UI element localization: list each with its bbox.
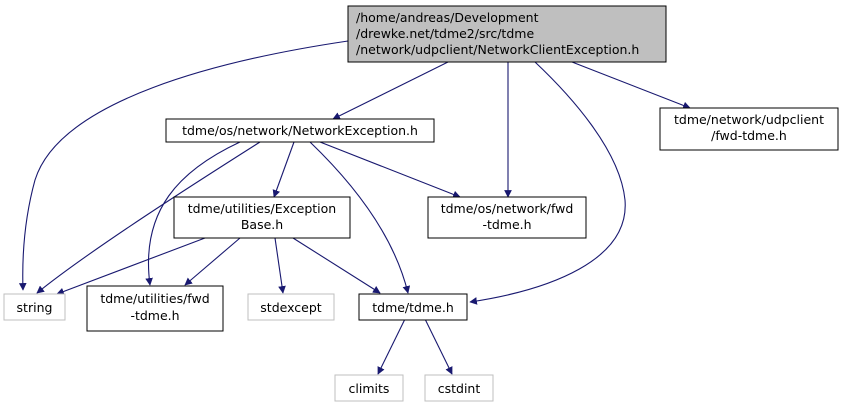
node-root-file[interactable]: /home/andreas/Development /drewke.net/td…	[347, 5, 667, 63]
dependency-nodes: /home/andreas/Development /drewke.net/td…	[3, 5, 839, 402]
node-udpclient-fwd[interactable]: tdme/network/udpclient /fwd-tdme.h	[659, 107, 839, 151]
edge-network-exception-to-tdme-h	[309, 141, 411, 294]
edge-root-to-network-exception	[332, 61, 449, 120]
node-tdme-h[interactable]: tdme/tdme.h	[358, 293, 468, 321]
node-root-box	[347, 5, 667, 63]
node-utilities-fwd-line-1: tdme/utilities/fwd	[100, 291, 209, 306]
node-os-network-fwd[interactable]: tdme/os/network/fwd -tdme.h	[427, 196, 587, 239]
edge-network-exception-to-os-network-fwd	[319, 141, 461, 199]
node-stdexcept-label: stdexcept	[260, 300, 321, 315]
node-exception-base-line-2: Base.h	[241, 217, 283, 232]
node-cstdint-label: cstdint	[438, 381, 481, 396]
node-cstdint[interactable]: cstdint	[424, 374, 494, 402]
edge-exception-base-to-string	[56, 237, 206, 296]
edge-root-to-string	[18, 40, 349, 291]
edge-exception-base-to-tdme-h	[292, 237, 381, 294]
node-network-exception-label: tdme/os/network/NetworkException.h	[182, 123, 418, 138]
node-string-box	[3, 293, 66, 321]
node-tdme-h-box	[358, 293, 468, 321]
node-os-network-fwd-box	[427, 196, 587, 239]
node-network-exception-box	[165, 118, 435, 143]
node-root-line-3: /network/udpclient/NetworkClientExceptio…	[356, 42, 639, 57]
node-os-network-fwd-line-1: tdme/os/network/fwd	[441, 201, 574, 216]
edge-exception-base-to-stdexcept	[274, 237, 286, 294]
node-string[interactable]: string	[3, 293, 66, 321]
node-utilities-fwd-line-2: -tdme.h	[130, 308, 179, 323]
edge-tdme-h-to-climits	[377, 318, 406, 375]
edge-root-to-udpclient-fwd	[571, 61, 691, 110]
edge-tdme-h-to-cstdint	[424, 318, 453, 375]
node-climits[interactable]: climits	[334, 374, 404, 402]
node-network-exception[interactable]: tdme/os/network/NetworkException.h	[165, 118, 435, 143]
edge-root-to-tdme-h	[469, 61, 626, 305]
edge-network-exception-to-string	[36, 141, 261, 294]
node-os-network-fwd-line-2: -tdme.h	[482, 217, 531, 232]
edge-exception-base-to-utilities-fwd	[184, 237, 241, 286]
node-root-line-2: /drewke.net/tdme2/src/tdme	[356, 26, 534, 41]
edge-network-exception-to-exception-base	[272, 141, 295, 198]
node-udpclient-fwd-line-2: /fwd-tdme.h	[711, 128, 787, 143]
node-utilities-fwd[interactable]: tdme/utilities/fwd -tdme.h	[86, 285, 224, 332]
node-exception-base-line-1: tdme/utilities/Exception	[188, 201, 336, 216]
node-udpclient-fwd-box	[659, 107, 839, 151]
node-stdexcept-box	[247, 293, 335, 321]
dependency-edges	[18, 40, 691, 375]
node-cstdint-box	[424, 374, 494, 402]
node-climits-box	[334, 374, 404, 402]
node-string-label: string	[17, 300, 53, 315]
node-root-line-1: /home/andreas/Development	[356, 10, 539, 25]
node-climits-label: climits	[349, 381, 390, 396]
node-stdexcept[interactable]: stdexcept	[247, 293, 335, 321]
node-exception-base-box	[173, 196, 351, 239]
node-utilities-fwd-box	[86, 285, 224, 332]
node-exception-base[interactable]: tdme/utilities/Exception Base.h	[173, 196, 351, 239]
node-tdme-h-label: tdme/tdme.h	[372, 300, 454, 315]
node-udpclient-fwd-line-1: tdme/network/udpclient	[674, 112, 824, 127]
